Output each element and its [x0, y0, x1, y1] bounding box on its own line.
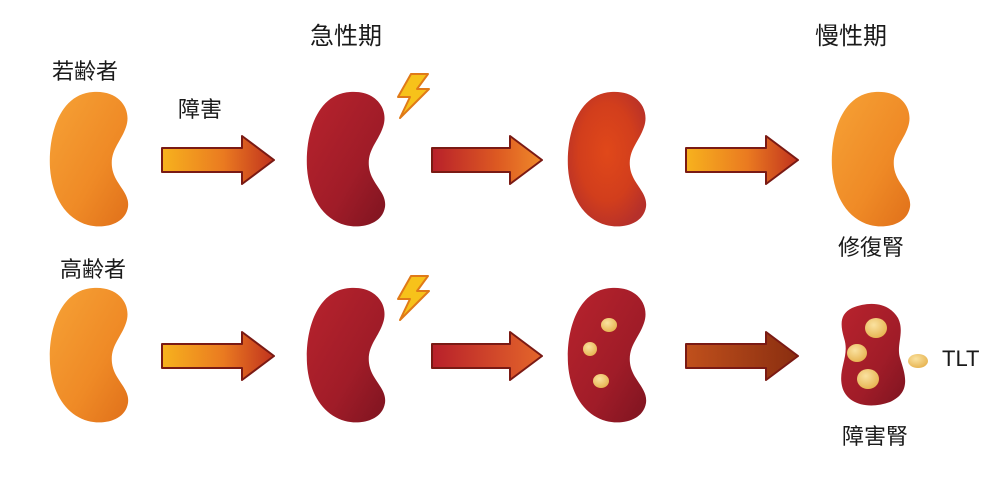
damaged-kidney-label: 障害腎 [842, 425, 909, 450]
injury-label: 障害 [178, 98, 223, 123]
tlt-nodule-icon [865, 318, 887, 338]
damaged-kidney-icon [841, 303, 906, 406]
tlt-nodule-icon [583, 342, 597, 356]
tlt-nodule-icon [857, 369, 879, 389]
young-recovery-arrow-icon [685, 135, 799, 185]
repaired-kidney-icon [831, 91, 911, 227]
young-healthy-kidney-icon [49, 91, 129, 227]
young-acute-arrow-icon [431, 135, 543, 185]
elderly-group-label: 高齢者 [60, 258, 127, 283]
tlt-legend-icon [908, 354, 928, 368]
elderly-chronic-arrow-icon [685, 331, 799, 381]
chronic-phase-label: 慢性期 [815, 22, 887, 50]
young-recovering-kidney-icon [567, 91, 647, 227]
tlt-nodule-icon [601, 318, 617, 332]
elderly-subacute-kidney-icon [567, 287, 647, 423]
young-group-label: 若齢者 [52, 60, 119, 85]
elderly-acute-kidney-icon [306, 287, 386, 423]
tlt-nodule-icon [593, 374, 609, 388]
tlt-nodule-icon [847, 344, 867, 362]
young-acute-kidney-icon [306, 91, 386, 227]
elderly-lightning-icon [397, 275, 430, 321]
young-injury-arrow-icon [161, 135, 275, 185]
elderly-injury-arrow-icon [161, 331, 275, 381]
elderly-healthy-kidney-icon [49, 287, 129, 423]
young-lightning-icon [397, 73, 430, 119]
acute-phase-label: 急性期 [310, 22, 382, 50]
elderly-acute-arrow-icon [431, 331, 543, 381]
tlt-legend-label: TLT [942, 346, 980, 371]
repaired-kidney-label: 修復腎 [838, 236, 905, 261]
